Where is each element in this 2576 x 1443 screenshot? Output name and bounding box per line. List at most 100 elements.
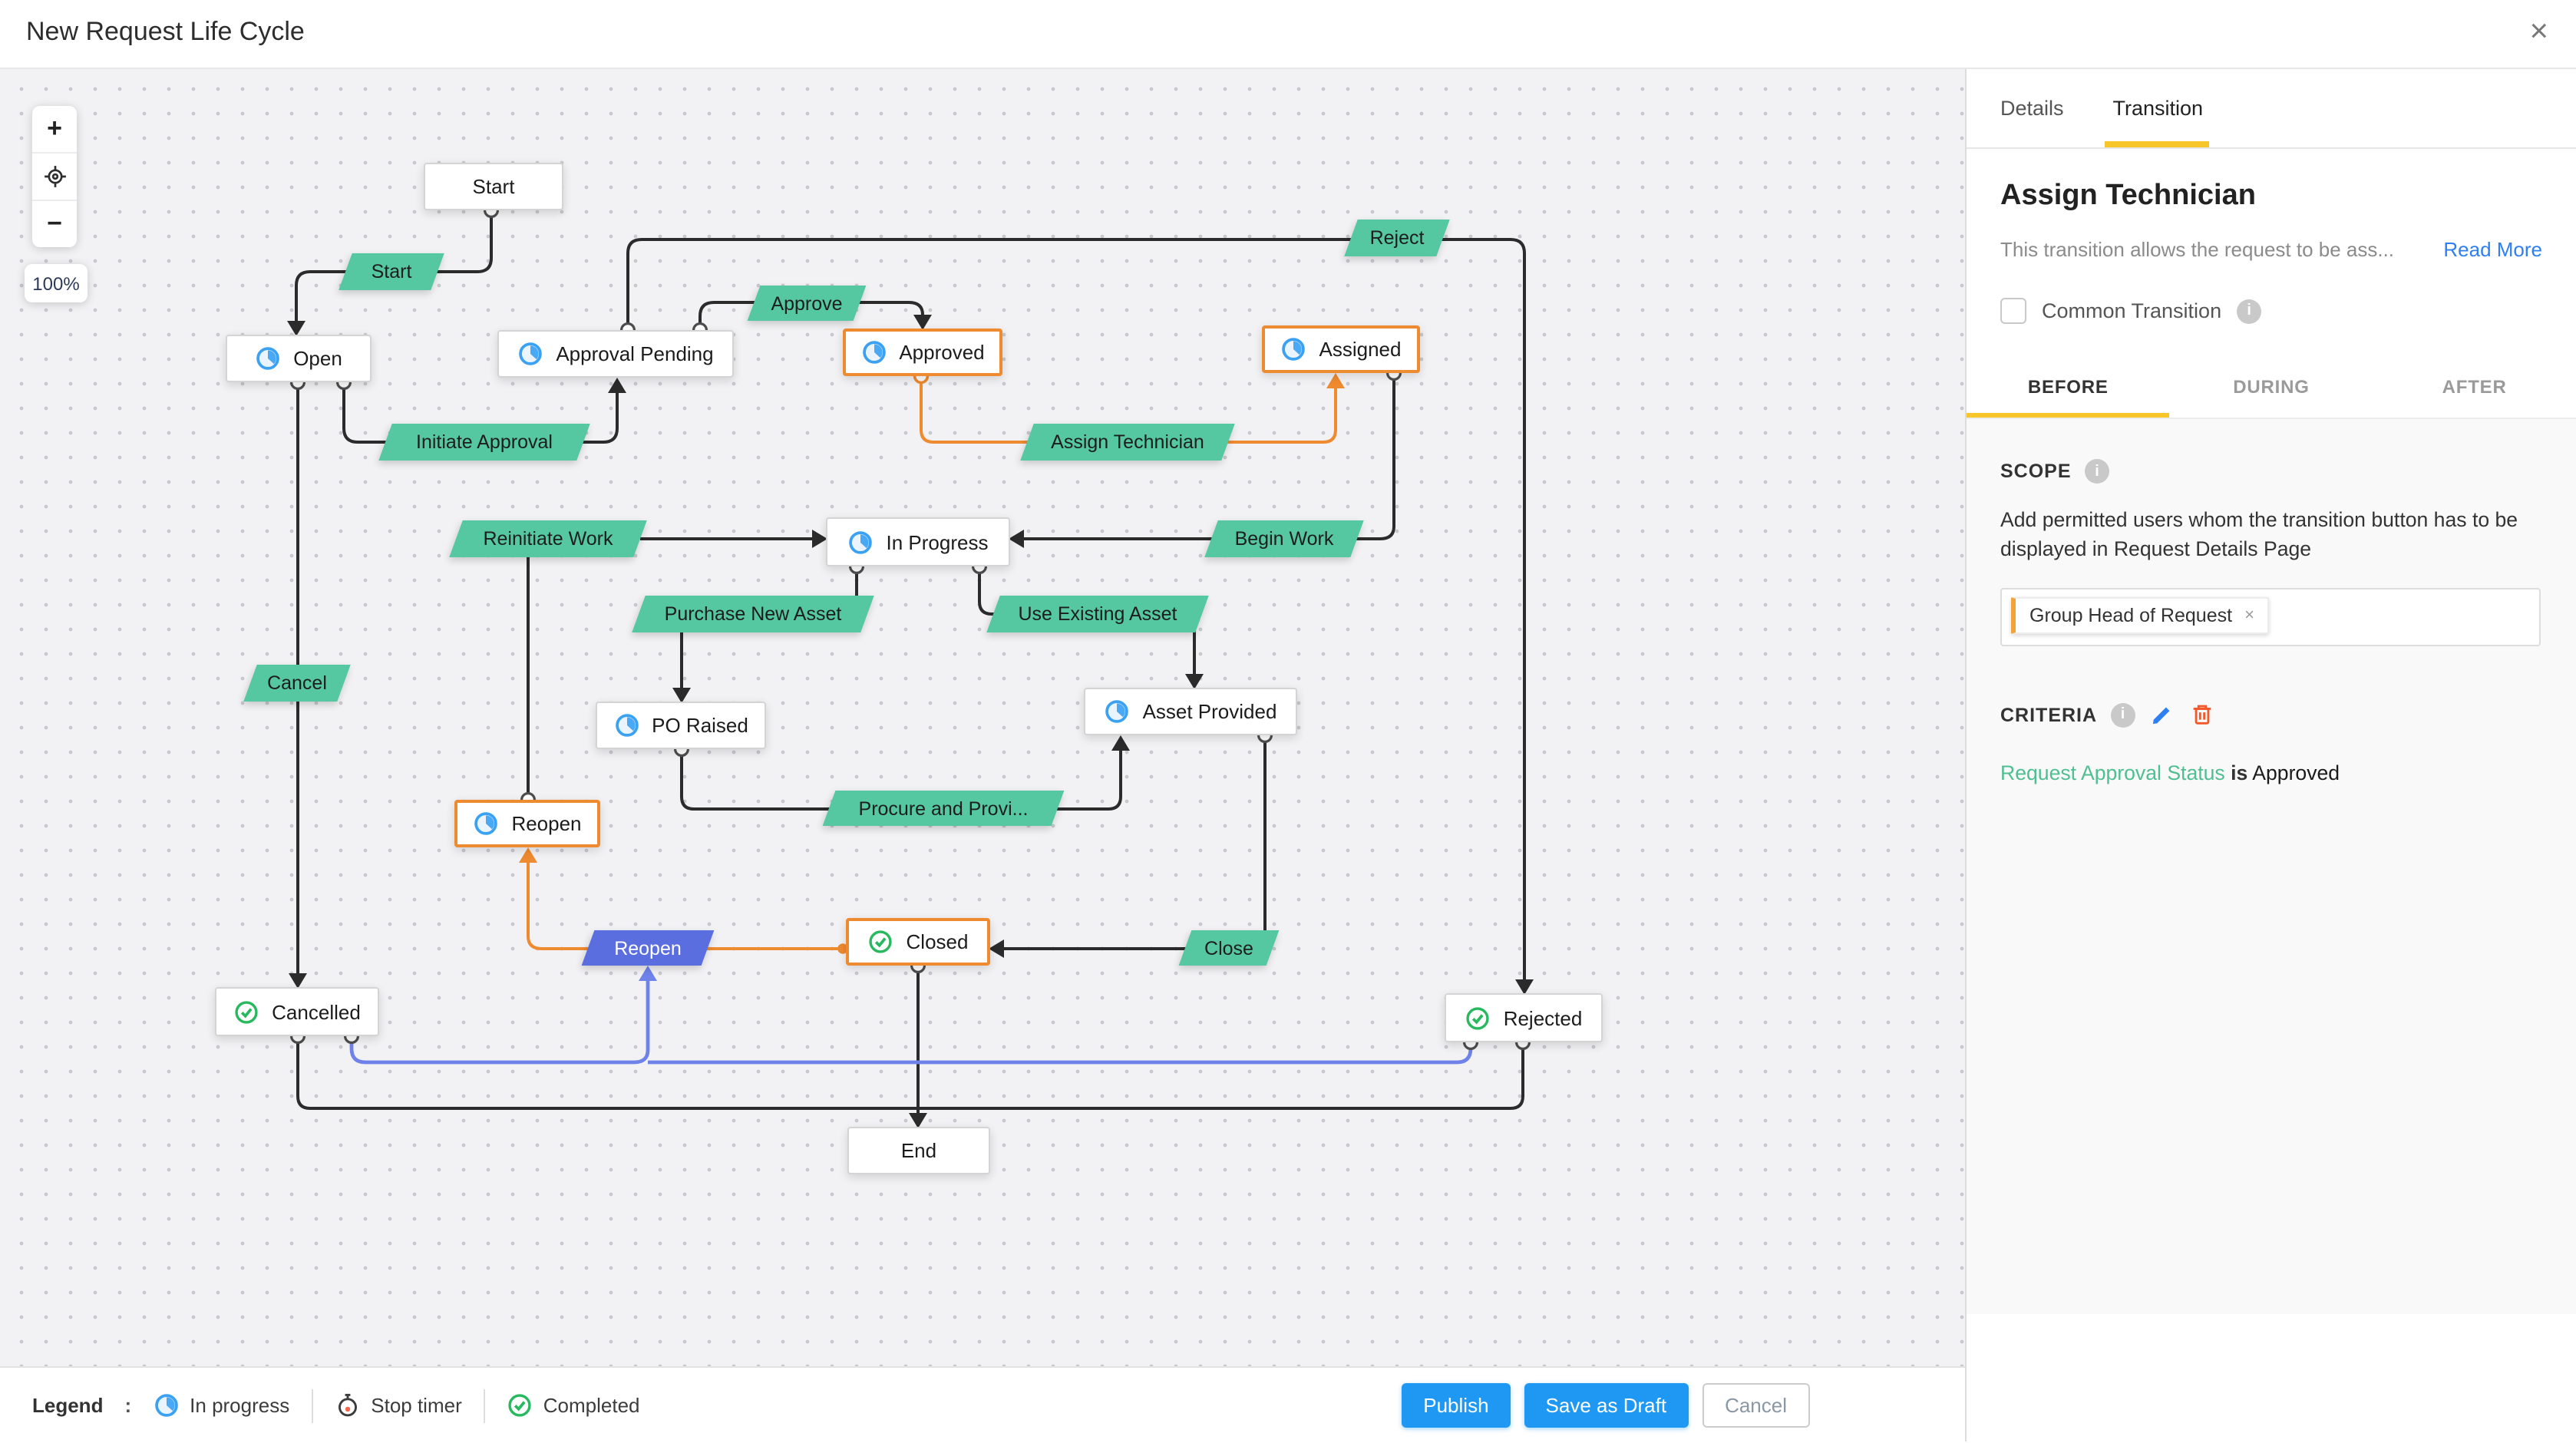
in-progress-icon bbox=[519, 342, 543, 365]
node-approval-pending[interactable]: Approval Pending bbox=[497, 330, 734, 378]
zoom-in-button[interactable]: + bbox=[32, 106, 77, 154]
transition-label-close[interactable]: Close bbox=[1178, 930, 1280, 966]
scope-input[interactable]: Group Head of Request × bbox=[2000, 588, 2541, 646]
edge-reopen-from-rejected[interactable] bbox=[648, 1042, 1473, 1065]
arrowhead-blue bbox=[639, 966, 657, 981]
publish-button[interactable]: Publish bbox=[1402, 1383, 1511, 1428]
in-progress-icon bbox=[1105, 700, 1129, 723]
transition-label-text: Approve bbox=[771, 292, 843, 314]
criteria-field[interactable]: Request Approval Status bbox=[2000, 761, 2225, 784]
arrowhead bbox=[287, 321, 305, 336]
common-transition-checkbox[interactable] bbox=[2000, 298, 2026, 324]
scope-description: Add permitted users whom the transition … bbox=[2000, 508, 2518, 560]
transition-label-purchase-new-asset[interactable]: Purchase New Asset bbox=[632, 596, 874, 632]
node-label: Approval Pending bbox=[556, 342, 714, 365]
zoom-out-button[interactable]: − bbox=[47, 209, 62, 238]
transition-label-reinitiate-work[interactable]: Reinitiate Work bbox=[449, 520, 647, 557]
node-in-progress[interactable]: In Progress bbox=[826, 517, 1010, 566]
transition-description: This transition allows the request to be… bbox=[2000, 238, 2395, 261]
arrowhead bbox=[909, 1113, 927, 1128]
title-bar: New Request Life Cycle × bbox=[0, 0, 2576, 69]
close-icon[interactable]: × bbox=[2529, 14, 2548, 49]
edge-reopen-from-cancelled[interactable] bbox=[349, 981, 650, 1065]
node-po-raised[interactable]: PO Raised bbox=[596, 702, 766, 749]
read-more-link[interactable]: Read More bbox=[2443, 238, 2542, 261]
footer-bar: Legend : In progress Stop timer bbox=[0, 1366, 1965, 1443]
legend-divider bbox=[311, 1389, 313, 1422]
transition-label-approve[interactable]: Approve bbox=[747, 286, 867, 321]
phase-tabs: BEFORE DURING AFTER bbox=[1967, 358, 2576, 419]
tab-details[interactable]: Details bbox=[2000, 96, 2064, 119]
node-asset-provided[interactable]: Asset Provided bbox=[1084, 688, 1297, 735]
transition-label-text: Purchase New Asset bbox=[664, 603, 842, 625]
zoom-level[interactable]: 100% bbox=[25, 264, 88, 302]
edge-reject[interactable] bbox=[626, 238, 1526, 979]
legend: Legend : In progress Stop timer bbox=[32, 1389, 640, 1422]
chip-remove-icon[interactable]: × bbox=[2244, 606, 2254, 625]
arrowhead bbox=[672, 688, 691, 703]
edge-reopen-from-closed[interactable] bbox=[527, 863, 838, 950]
node-label: Closed bbox=[906, 930, 969, 953]
node-rejected[interactable]: Rejected bbox=[1445, 993, 1603, 1042]
legend-item-stop-timer: Stop timer bbox=[334, 1392, 462, 1418]
edge-reinitiate-work[interactable] bbox=[527, 537, 812, 800]
cancel-button[interactable]: Cancel bbox=[1702, 1383, 1810, 1428]
transition-label-start-transition[interactable]: Start bbox=[339, 253, 444, 290]
edge-approve[interactable] bbox=[698, 301, 924, 330]
scope-heading: SCOPE bbox=[2000, 461, 2072, 482]
transition-label-text: Start bbox=[371, 261, 412, 282]
scope-chip[interactable]: Group Head of Request × bbox=[2011, 597, 2270, 634]
tab-before[interactable]: BEFORE bbox=[1967, 358, 2170, 418]
locate-button[interactable] bbox=[32, 154, 77, 201]
node-start[interactable]: Start bbox=[424, 163, 563, 210]
transition-panel: Details Transition Assign Technician Thi… bbox=[1965, 68, 2576, 1441]
node-label: In Progress bbox=[886, 530, 989, 553]
transition-label-begin-work[interactable]: Begin Work bbox=[1204, 520, 1364, 557]
edge-close[interactable] bbox=[1004, 735, 1267, 950]
node-reopen[interactable]: Reopen bbox=[454, 800, 600, 847]
info-icon[interactable]: i bbox=[2237, 299, 2262, 323]
node-label: Cancelled bbox=[272, 1000, 361, 1023]
edge-rejected-end[interactable] bbox=[918, 1042, 1524, 1110]
node-label: End bbox=[900, 1139, 937, 1162]
transition-label-reopen-transition[interactable]: Reopen bbox=[581, 930, 715, 966]
node-label: Assigned bbox=[1319, 338, 1402, 361]
node-cancelled[interactable]: Cancelled bbox=[215, 987, 379, 1036]
in-progress-icon bbox=[1282, 338, 1306, 361]
transition-label-cancel[interactable]: Cancel bbox=[243, 665, 351, 702]
node-end[interactable]: End bbox=[847, 1127, 990, 1174]
transition-label-use-existing-asset[interactable]: Use Existing Asset bbox=[986, 596, 1209, 632]
node-approved[interactable]: Approved bbox=[843, 329, 1002, 376]
tab-during[interactable]: DURING bbox=[2233, 376, 2310, 398]
info-icon[interactable]: i bbox=[2111, 702, 2136, 727]
node-label: Start bbox=[472, 175, 515, 198]
edge-begin-work[interactable] bbox=[1024, 373, 1395, 540]
tab-transition[interactable]: Transition bbox=[2112, 96, 2204, 119]
node-open[interactable]: Open bbox=[226, 335, 372, 382]
tab-after[interactable]: AFTER bbox=[2442, 376, 2507, 398]
active-tab-underline bbox=[2105, 141, 2209, 147]
transition-label-text: Begin Work bbox=[1234, 528, 1334, 550]
transition-label-reject[interactable]: Reject bbox=[1344, 220, 1450, 256]
save-as-draft-button[interactable]: Save as Draft bbox=[1524, 1383, 1689, 1428]
node-assigned[interactable]: Assigned bbox=[1262, 325, 1420, 373]
edit-criteria-icon[interactable] bbox=[2149, 702, 2175, 728]
in-progress-icon bbox=[256, 347, 279, 370]
transition-label-procure-and-provi[interactable]: Procure and Provi... bbox=[822, 791, 1065, 826]
completed-icon bbox=[869, 930, 893, 953]
panel-tabs: Details Transition bbox=[1967, 68, 2576, 149]
transition-label-initiate-approval[interactable]: Initiate Approval bbox=[378, 424, 590, 461]
node-closed[interactable]: Closed bbox=[846, 918, 990, 966]
info-icon[interactable]: i bbox=[2085, 459, 2110, 484]
arrowhead bbox=[1515, 979, 1534, 995]
arrowhead bbox=[608, 378, 626, 393]
transition-label-text: Reject bbox=[1369, 227, 1425, 249]
transition-label-assign-technician[interactable]: Assign Technician bbox=[1020, 424, 1235, 461]
edge-cancelled-end[interactable] bbox=[296, 1036, 918, 1110]
node-label: Open bbox=[293, 347, 342, 370]
node-label: Rejected bbox=[1503, 1006, 1583, 1029]
delete-criteria-icon[interactable] bbox=[2189, 702, 2215, 728]
stop-timer-icon bbox=[338, 1393, 357, 1417]
legend-divider bbox=[483, 1389, 485, 1422]
